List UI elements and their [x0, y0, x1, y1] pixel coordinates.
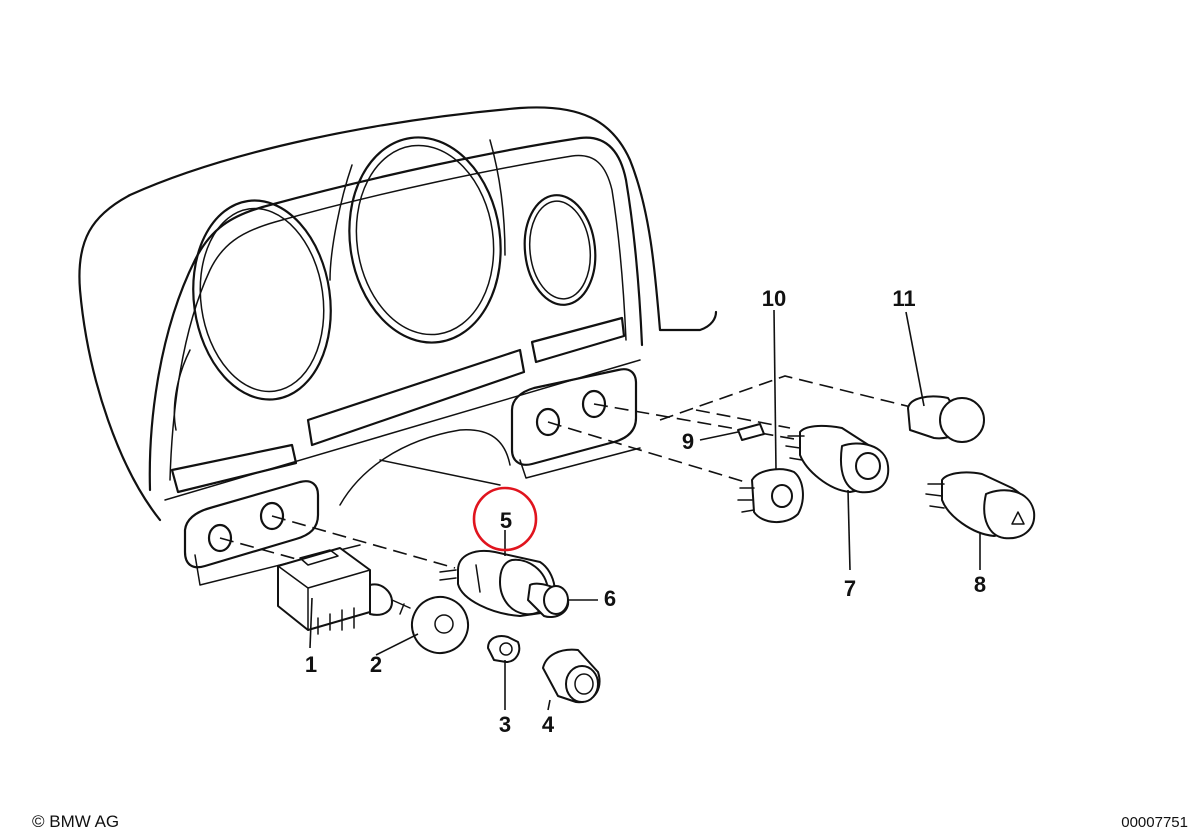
callout-3: 3: [499, 712, 511, 737]
part-2-washer: [411, 596, 469, 654]
part-9-bulb: [737, 423, 765, 441]
part-7-push-switch: [785, 424, 890, 494]
callout-7: 7: [844, 576, 856, 601]
callout-9: 9: [682, 429, 694, 454]
leader-lines: [309, 309, 981, 711]
callout-2: 2: [370, 652, 382, 677]
diagram-number: 00007751: [1121, 814, 1188, 831]
part-1-relay: [277, 547, 411, 635]
callout-1: 1: [305, 652, 317, 677]
callout-6: 6: [604, 586, 616, 611]
callout-4: 4: [542, 712, 555, 737]
instrument-cluster-housing: [78, 106, 718, 586]
callout-labels: 1 2 3 4 5 6 7 8 9 10 11: [305, 286, 986, 737]
part-3-nut: [487, 635, 521, 663]
callout-10: 10: [762, 286, 786, 311]
part-11-cap: [907, 395, 985, 443]
part-5-rotary-switch: [439, 550, 570, 618]
highlight-circle: [472, 486, 538, 552]
part-8-hazard-switch: [925, 471, 1036, 540]
part-10-small-switch: [737, 468, 804, 523]
callout-8: 8: [974, 572, 986, 597]
callout-5: 5: [500, 508, 512, 533]
part-4-knob: [542, 648, 601, 704]
callout-11: 11: [892, 286, 915, 311]
guide-lines: [219, 375, 916, 569]
copyright-text: © BMW AG: [32, 812, 120, 831]
